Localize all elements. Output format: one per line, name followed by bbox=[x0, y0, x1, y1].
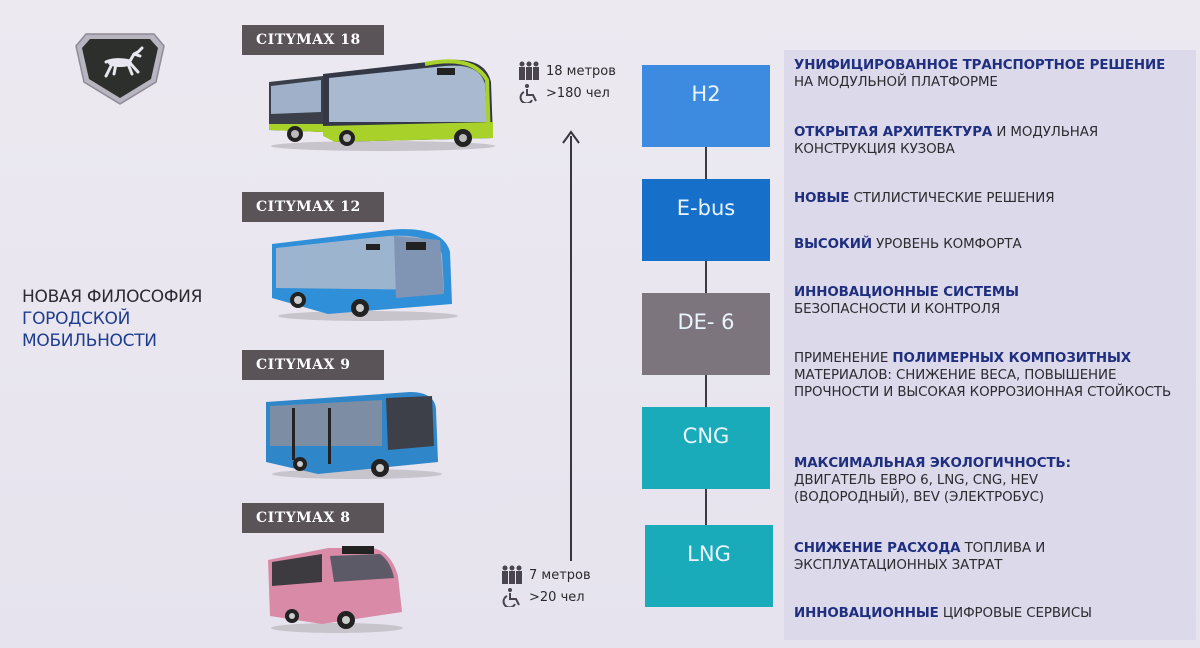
arrow-up-icon bbox=[562, 130, 580, 144]
fuel-label-e-bus: E-bus bbox=[676, 196, 736, 220]
spec-capacity-row: >20 чел bbox=[500, 586, 591, 608]
feature-item: ПРИМЕНЕНИЕ ПОЛИМЕРНЫХ КОМПОЗИТНЫХ МАТЕРИ… bbox=[794, 350, 1182, 401]
feature-bold: МАКСИМАЛЬНАЯ ЭКОЛОГИЧНОСТЬ: bbox=[794, 456, 1071, 471]
tagline-line-1: НОВАЯ ФИЛОСОФИЯ bbox=[22, 287, 203, 307]
minibus-image bbox=[262, 542, 407, 638]
feature-text: СТИЛИСТИЧЕСКИЕ РЕШЕНИЯ bbox=[849, 191, 1055, 206]
feature-item: ВЫСОКИЙ УРОВЕНЬ КОМФОРТА bbox=[794, 236, 1184, 253]
people-icon bbox=[502, 565, 522, 584]
wheelchair-icon bbox=[502, 588, 520, 607]
spec-top: 18 метров >180 чел bbox=[517, 60, 616, 104]
feature-item: ОТКРЫТАЯ АРХИТЕКТУРА И МОДУЛЬНАЯ КОНСТРУ… bbox=[794, 124, 1174, 158]
model-label-citymax-9: CITYMAX 9 bbox=[242, 350, 384, 380]
feature-item: ИННОВАЦИОННЫЕ ЦИФРОВЫЕ СЕРВИСЫ bbox=[794, 605, 1184, 622]
fuel-label-cng: CNG bbox=[682, 424, 730, 448]
fuel-label-h2: H2 bbox=[691, 82, 721, 106]
fuel-label-lng: LNG bbox=[687, 542, 731, 566]
fuel-connector bbox=[705, 488, 707, 526]
wheelchair-icon bbox=[519, 84, 537, 103]
feature-bold: НОВЫЕ bbox=[794, 191, 850, 206]
fuel-label-de-6: DE- 6 bbox=[677, 310, 735, 334]
feature-bold: ПОЛИМЕРНЫХ КОМПОЗИТНЫХ bbox=[892, 351, 1131, 366]
fuel-box-cng: CNG bbox=[642, 407, 770, 489]
feature-text: УРОВЕНЬ КОМФОРТА bbox=[871, 237, 1022, 252]
spec-capacity-top: >180 чел bbox=[546, 85, 610, 101]
feature-text: ПРИМЕНЕНИЕ bbox=[794, 351, 893, 366]
feature-item: НОВЫЕ СТИЛИСТИЧЕСКИЕ РЕШЕНИЯ bbox=[794, 190, 1184, 207]
feature-item: МАКСИМАЛЬНАЯ ЭКОЛОГИЧНОСТЬ: ДВИГАТЕЛЬ ЕВ… bbox=[794, 455, 1144, 506]
feature-text: БЕЗОПАСНОСТИ И КОНТРОЛЯ bbox=[794, 302, 1001, 317]
feature-item: УНИФИЦИРОВАННОЕ ТРАНСПОРТНОЕ РЕШЕНИЕ НА … bbox=[794, 57, 1174, 91]
spec-length-bottom: 7 метров bbox=[529, 567, 591, 583]
fuel-box-h2: H2 bbox=[642, 65, 770, 147]
articulated-bus-image bbox=[265, 52, 497, 156]
fuel-box-lng: LNG bbox=[645, 525, 773, 607]
spec-capacity-row: >180 чел bbox=[517, 82, 616, 104]
feature-text: ДВИГАТЕЛЬ ЕВРО 6, LNG, CNG, HEV (ВОДОРОД… bbox=[794, 473, 1045, 505]
feature-bold: УНИФИЦИРОВАННОЕ ТРАНСПОРТНОЕ РЕШЕНИЕ bbox=[794, 58, 1166, 73]
model-label-citymax-18: CITYMAX 18 bbox=[242, 25, 384, 55]
feature-bold: ИННОВАЦИОННЫЕ bbox=[794, 606, 939, 621]
model-label-citymax-12: CITYMAX 12 bbox=[242, 192, 384, 222]
spec-length-row: 18 метров bbox=[517, 60, 616, 82]
slide-tagline: НОВАЯ ФИЛОСОФИЯ ГОРОДСКОЙ МОБИЛЬНОСТИ bbox=[22, 286, 202, 352]
spec-capacity-bottom: >20 чел bbox=[529, 589, 585, 605]
fuel-box-de-6: DE- 6 bbox=[642, 293, 770, 375]
tagline-line-2: ГОРОДСКОЙ bbox=[22, 309, 130, 329]
fuel-connector bbox=[705, 374, 707, 408]
model-label-citymax-8: CITYMAX 8 bbox=[242, 503, 384, 533]
tagline-line-3: МОБИЛЬНОСТИ bbox=[22, 331, 157, 351]
size-scale-arrow bbox=[570, 136, 572, 561]
feature-bold: СНИЖЕНИЕ РАСХОДА bbox=[794, 541, 961, 556]
spec-bottom: 7 метров >20 чел bbox=[500, 564, 591, 608]
feature-bold: ОТКРЫТАЯ АРХИТЕКТУРА bbox=[794, 125, 993, 140]
feature-item: ИННОВАЦИОННЫЕ СИСТЕМЫ БЕЗОПАСНОСТИ И КОН… bbox=[794, 284, 1094, 318]
feature-text: И МОДУЛЬНАЯ КОНСТРУКЦИЯ КУЗОВА bbox=[794, 125, 1099, 157]
feature-text: НА МОДУЛЬНОЙ ПЛАТФОРМЕ bbox=[794, 75, 998, 90]
feature-text: МАТЕРИАЛОВ: СНИЖЕНИЕ ВЕСА, ПОВЫШЕНИЕ ПРО… bbox=[794, 368, 1172, 400]
feature-item: СНИЖЕНИЕ РАСХОДА ТОПЛИВА И ЭКСПЛУАТАЦИОН… bbox=[794, 540, 1114, 574]
feature-bold: ИННОВАЦИОННЫЕ СИСТЕМЫ bbox=[794, 285, 1019, 300]
feature-bold: ВЫСОКИЙ bbox=[794, 237, 872, 252]
midi-bus-image bbox=[262, 388, 442, 484]
fuel-box-e-bus: E-bus bbox=[642, 179, 770, 261]
deer-shield-logo-icon bbox=[72, 26, 168, 106]
fuel-connector bbox=[705, 260, 707, 294]
spec-length-row: 7 метров bbox=[500, 564, 591, 586]
city-bus-image bbox=[268, 222, 458, 326]
spec-length-top: 18 метров bbox=[546, 63, 616, 79]
feature-text: ЦИФРОВЫЕ СЕРВИСЫ bbox=[938, 606, 1092, 621]
fuel-connector bbox=[705, 146, 707, 180]
people-icon bbox=[519, 61, 539, 80]
features-panel bbox=[784, 50, 1196, 640]
feature-text: ТОПЛИВА И ЭКСПЛУАТАЦИОННЫХ ЗАТРАТ bbox=[794, 541, 1046, 573]
